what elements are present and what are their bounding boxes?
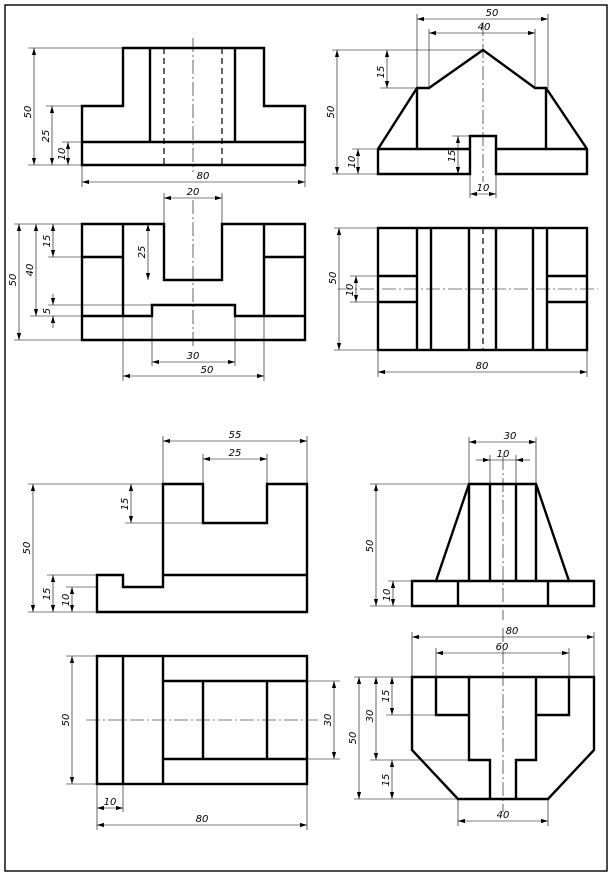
dim-10-left-label: 10	[347, 156, 358, 169]
dim-50-label: 50	[61, 714, 72, 727]
dim-20-label: 20	[187, 187, 200, 198]
dim-50-label: 50	[328, 272, 339, 285]
dim-50-width-label: 50	[201, 365, 214, 376]
view-part-2-side: 30 10 50 10	[365, 431, 596, 620]
dim-30-label: 30	[323, 714, 334, 727]
dim-30-label: 30	[365, 710, 376, 723]
dim-10-label: 10	[61, 594, 72, 607]
dim-80-label: 80	[506, 626, 519, 637]
dim-15-slot-label: 15	[447, 150, 458, 163]
dim-50-height-label: 50	[326, 106, 337, 119]
dim-10-top-label: 10	[497, 449, 510, 460]
dim-10-label: 10	[57, 148, 68, 161]
dim-15-label: 15	[42, 235, 53, 248]
dim-25-label: 25	[229, 448, 242, 459]
view-part-2-bottom: 80 60 15 30 50 15 40	[348, 626, 596, 826]
dim-10-slot-label: 10	[477, 183, 490, 194]
dim-15-upper-label: 15	[381, 690, 392, 703]
dim-50-label: 50	[348, 732, 359, 745]
dim-80-label: 80	[196, 814, 209, 825]
view-part-1-front: 50 25 10 80	[23, 38, 307, 187]
view-part-1-top: 20 50 40 15 25 5 30 50	[8, 187, 307, 381]
dim-25-label: 25	[137, 246, 148, 259]
dim-25-label: 25	[41, 130, 52, 143]
dim-40-label: 40	[25, 264, 36, 277]
dim-15-lower-label: 15	[42, 588, 53, 601]
dim-40-top-label: 40	[478, 22, 491, 33]
dim-30-label: 30	[187, 351, 200, 362]
view-part-1-side: 50 40 15 50 10 15 10	[326, 8, 589, 198]
dim-30-label: 30	[504, 431, 517, 442]
dim-60-label: 60	[496, 642, 509, 653]
dim-80-label: 80	[197, 171, 210, 182]
dim-50-label: 50	[23, 106, 34, 119]
dim-55-label: 55	[229, 430, 242, 441]
sheet-frame	[4, 4, 608, 872]
dim-15-upper-label: 15	[376, 66, 387, 79]
dim-50-label: 50	[365, 540, 376, 553]
view-part-2-front: 55 25 50 15 15 10	[22, 430, 309, 614]
dim-50-height-label: 50	[8, 274, 19, 287]
dim-40-label: 40	[497, 810, 510, 821]
dim-80-label: 80	[476, 361, 489, 372]
dim-10-base-label: 10	[382, 589, 393, 602]
dim-15-upper-label: 15	[120, 498, 131, 511]
view-part-2-top: 50 30 10 80	[61, 654, 340, 830]
dim-50-label: 50	[22, 542, 33, 555]
dim-10-label: 10	[104, 797, 117, 808]
dim-5-label: 5	[42, 308, 53, 314]
dim-50-top-label: 50	[486, 8, 499, 19]
dim-15-lower-label: 15	[381, 774, 392, 787]
dim-10-label: 10	[345, 284, 356, 297]
view-part-1-bottom: 50 10 80	[328, 226, 598, 377]
